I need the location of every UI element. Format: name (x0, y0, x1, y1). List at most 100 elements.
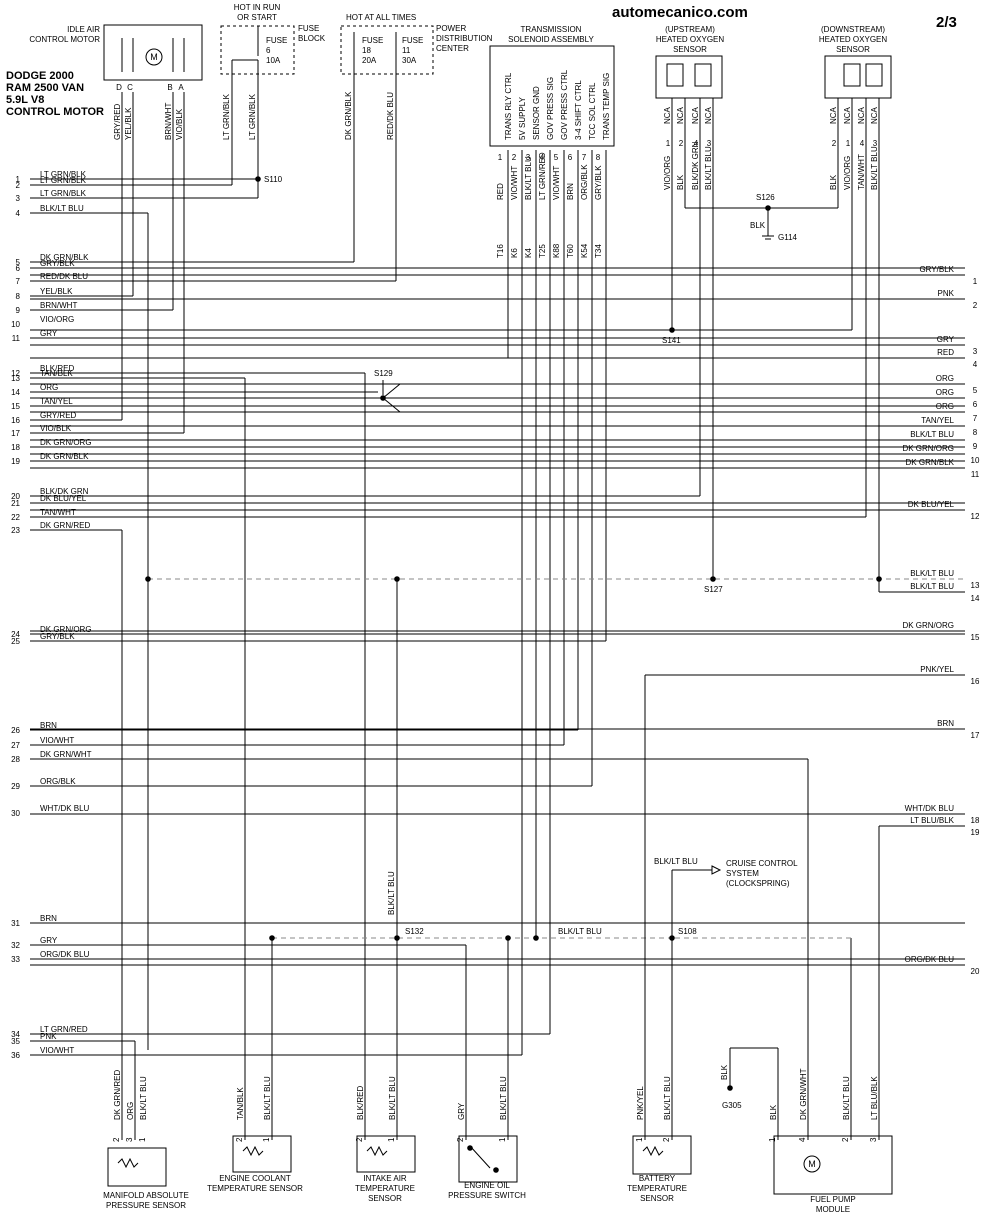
fuse6-wire-label: LT GRN/BLK (248, 93, 257, 140)
switch-terminal (467, 1145, 473, 1151)
left-pin-number: 8 (16, 292, 21, 301)
iac-pin: A (178, 83, 184, 92)
trans-wire-label: GRY/BLK (594, 165, 603, 200)
right-pin-number: 11 (971, 470, 980, 479)
left-wire-label: TAN/BLK (40, 369, 73, 378)
o2-element (843, 63, 861, 87)
right-wire-label: DK GRN/ORG (902, 444, 954, 453)
left-wire-label: TAN/YEL (40, 397, 73, 406)
left-wire-label: WHT/DK BLU (40, 804, 90, 813)
left-wire-label: ORG/BLK (40, 777, 76, 786)
bus-wire-label: BLK/LT BLU (558, 927, 602, 936)
right-wire-label: ORG (936, 374, 954, 383)
batt-pin: 1 (635, 1137, 644, 1142)
ground-wire-label: BLK (750, 221, 766, 230)
splice-dot (876, 576, 882, 582)
right-wire-label: ORG (936, 402, 954, 411)
sensor-symbol (117, 1157, 139, 1169)
trans-function-label: TCC SOL CTRL (588, 82, 597, 140)
right-wire-label: BLK/LT BLU (910, 569, 954, 578)
trans-pin: 3 (526, 153, 531, 162)
fuel-pump-wire-label: LT BLU/BLK (870, 1076, 879, 1120)
cruise-label: CRUISE CONTROL (726, 859, 798, 868)
left-wire-label: BLK/DK GRN (40, 487, 89, 496)
left-wire-label: PNK (40, 1032, 57, 1041)
left-pin-number: 11 (12, 334, 21, 343)
cruise-label: SYSTEM (726, 869, 759, 878)
sensor-symbol (242, 1145, 264, 1157)
downstream-o2-box (824, 55, 892, 99)
trans-cavity: T60 (566, 244, 575, 258)
right-pin-number: 16 (971, 677, 980, 686)
o2-heater (865, 63, 883, 87)
iat-wire-label: BLK/LT BLU (388, 1076, 397, 1120)
left-pin-number: 15 (11, 402, 20, 411)
fuel-pump-box (773, 1135, 893, 1195)
downstream-o2-label: SENSOR (836, 45, 870, 54)
trans-function-label: SENSOR GND (532, 86, 541, 140)
right-pin-number: 14 (971, 594, 980, 603)
left-pin-number: 4 (16, 209, 21, 218)
trans-pin: 5 (554, 153, 559, 162)
pdc-label: CENTER (436, 44, 469, 53)
batt-label: BATTERY (639, 1174, 676, 1183)
right-wire-label: GRY (937, 335, 955, 344)
o2-wire-label: BLK/LT BLU (870, 146, 879, 190)
left-wire-label: BRN (40, 721, 57, 730)
sensor-symbol (642, 1145, 664, 1157)
trans-cavity: K88 (552, 243, 561, 258)
o2-wire-label: BLK/LT BLU (704, 146, 713, 190)
pump-motor-letter: M (808, 1159, 816, 1169)
cruise-wire-label: BLK/LT BLU (654, 857, 698, 866)
left-wire-label: VIO/ORG (40, 315, 74, 324)
ect-label: ENGINE COOLANT (219, 1174, 291, 1183)
left-wire-label: DK GRN/RED (40, 521, 90, 530)
ect-wire-label: TAN/BLK (236, 1087, 245, 1120)
right-pin-number: 9 (973, 442, 978, 451)
splice-dot (269, 935, 275, 941)
upstream-o2-label: (UPSTREAM) (665, 25, 715, 34)
fuse-label: 11 (402, 46, 411, 55)
fuse-block-label: BLOCK (298, 34, 326, 43)
left-pin-number: 26 (11, 726, 20, 735)
upstream-o2-box (655, 55, 723, 99)
left-wire-label: TAN/WHT (40, 508, 76, 517)
nca-label: NCA (663, 106, 672, 124)
left-wire-label: VIO/WHT (40, 1046, 74, 1055)
left-wire-label: BLK/LT BLU (40, 204, 84, 213)
map-sensor-box (107, 1147, 167, 1187)
batt-pin: 2 (662, 1137, 671, 1142)
right-wire-label: PNK/YEL (920, 665, 954, 674)
fuel-pump-pin: 1 (768, 1137, 777, 1142)
trans-label: TRANSMISSION (521, 25, 582, 34)
splice-dot (533, 935, 539, 941)
pdc-wire-label: DK GRN/BLK (344, 91, 353, 140)
left-pin-number: 10 (11, 320, 20, 329)
ect-wire-label: BLK/LT BLU (263, 1076, 272, 1120)
left-wire-label: DK BLU/YEL (40, 494, 87, 503)
oil-label: PRESSURE SWITCH (448, 1191, 526, 1200)
splice-s126 (765, 205, 771, 211)
left-wire-label: DK GRN/ORG (40, 438, 92, 447)
fuel-pump-wire-label: BLK/LT BLU (842, 1076, 851, 1120)
left-wire-label: LT GRN/RED (40, 1025, 88, 1034)
iat-wire-label: BLK/RED (356, 1086, 365, 1120)
left-wire-label: VIO/WHT (40, 736, 74, 745)
left-pin-number: 35 (11, 1037, 20, 1046)
upstream-o2-label: HEATED OXYGEN (656, 35, 725, 44)
fuse-block-box (220, 25, 295, 75)
left-pin-number: 1 (16, 175, 21, 184)
wire-layer (30, 26, 965, 1169)
map-label: PRESSURE SENSOR (106, 1201, 186, 1210)
left-pin-number: 14 (11, 388, 20, 397)
upstream-o2-label: SENSOR (673, 45, 707, 54)
o2-pin: 1 (846, 139, 851, 148)
left-wire-label: BRN/WHT (40, 301, 77, 310)
right-wire-label: TAN/YEL (921, 416, 954, 425)
left-pin-number: 16 (11, 416, 20, 425)
map-label: MANIFOLD ABSOLUTE (103, 1191, 189, 1200)
o2-pin: 4 (694, 139, 699, 148)
fuse-block-label: FUSE (298, 24, 319, 33)
trans-function-label: TRANS TEMP SIG (602, 73, 611, 140)
